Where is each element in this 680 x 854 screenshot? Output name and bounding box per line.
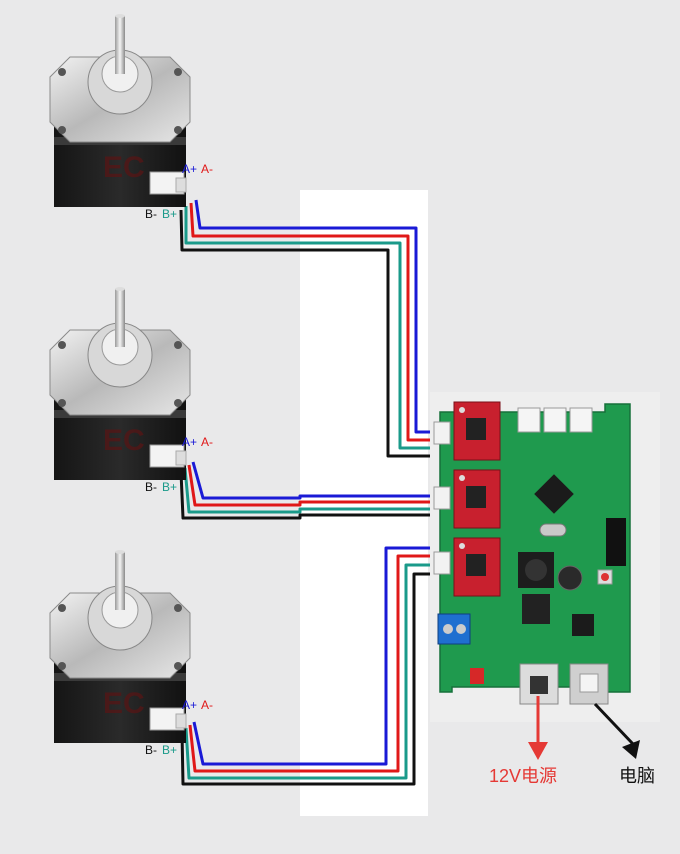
- usb-chip: [572, 614, 594, 636]
- label-a-minus: A-: [201, 698, 213, 712]
- label-a-plus: A+: [182, 698, 197, 712]
- screw-hole-icon: [58, 126, 66, 134]
- screw-hole-icon: [174, 341, 182, 349]
- stepper-driver-1: [454, 402, 500, 460]
- motor-shaft-tip: [115, 287, 125, 291]
- screw-hole-icon: [174, 662, 182, 670]
- screw-hole-icon: [174, 68, 182, 76]
- limit-connector-1: [518, 408, 540, 432]
- label-a-plus: A+: [182, 435, 197, 449]
- label-b-minus: B-: [145, 743, 157, 757]
- motor-shaft: [115, 552, 125, 610]
- screw-hole-icon: [174, 604, 182, 612]
- motor-shaft: [115, 289, 125, 347]
- capacitor: [558, 566, 582, 590]
- crystal: [540, 524, 566, 536]
- stepper-driver-2: [454, 470, 500, 528]
- stepper-motor-2: EC A+ A- B- B+: [50, 287, 213, 494]
- label-b-plus: B+: [162, 480, 177, 494]
- screw-hole-icon: [174, 126, 182, 134]
- screw-hole-icon: [174, 399, 182, 407]
- screw-hole-icon: [58, 604, 66, 612]
- motor-connector-latch: [176, 451, 186, 465]
- power-switch: [470, 668, 484, 684]
- label-a-minus: A-: [201, 435, 213, 449]
- down-arrow-icon: [528, 742, 548, 760]
- screw-hole-icon: [58, 662, 66, 670]
- computer-label: 电脑: [619, 766, 655, 786]
- label-a-plus: A+: [182, 162, 197, 176]
- ec-logo-icon: EC: [103, 151, 145, 184]
- label-a-minus: A-: [201, 162, 213, 176]
- limit-connector-3: [570, 408, 592, 432]
- voltage-regulator: [522, 594, 550, 624]
- power-label: 12V电源: [489, 766, 557, 786]
- motor-group: EC A+ A- B- B+ EC A+ A- B- B+ EC A+ A- B- B+: [50, 14, 213, 757]
- motor-shaft-tip: [115, 14, 125, 18]
- label-b-plus: B+: [162, 743, 177, 757]
- stepper-driver-3: [454, 538, 500, 596]
- ec-logo-icon: EC: [103, 687, 145, 720]
- stepper-motor-3: EC A+ A- B- B+: [50, 550, 213, 757]
- ec-logo-icon: EC: [103, 424, 145, 457]
- screw-hole-icon: [58, 68, 66, 76]
- limit-connector-2: [544, 408, 566, 432]
- screw-hole-icon: [58, 341, 66, 349]
- screw-hole-icon: [58, 399, 66, 407]
- pin-header: [606, 518, 626, 566]
- motor-connector-latch: [176, 178, 186, 192]
- motor-shaft: [115, 16, 125, 74]
- label-b-minus: B-: [145, 207, 157, 221]
- label-b-minus: B-: [145, 480, 157, 494]
- motor-shaft-tip: [115, 550, 125, 554]
- controller-board: [430, 392, 660, 722]
- label-b-plus: B+: [162, 207, 177, 221]
- stepper-motor-1: EC A+ A- B- B+: [50, 14, 213, 221]
- motor-connector-latch: [176, 714, 186, 728]
